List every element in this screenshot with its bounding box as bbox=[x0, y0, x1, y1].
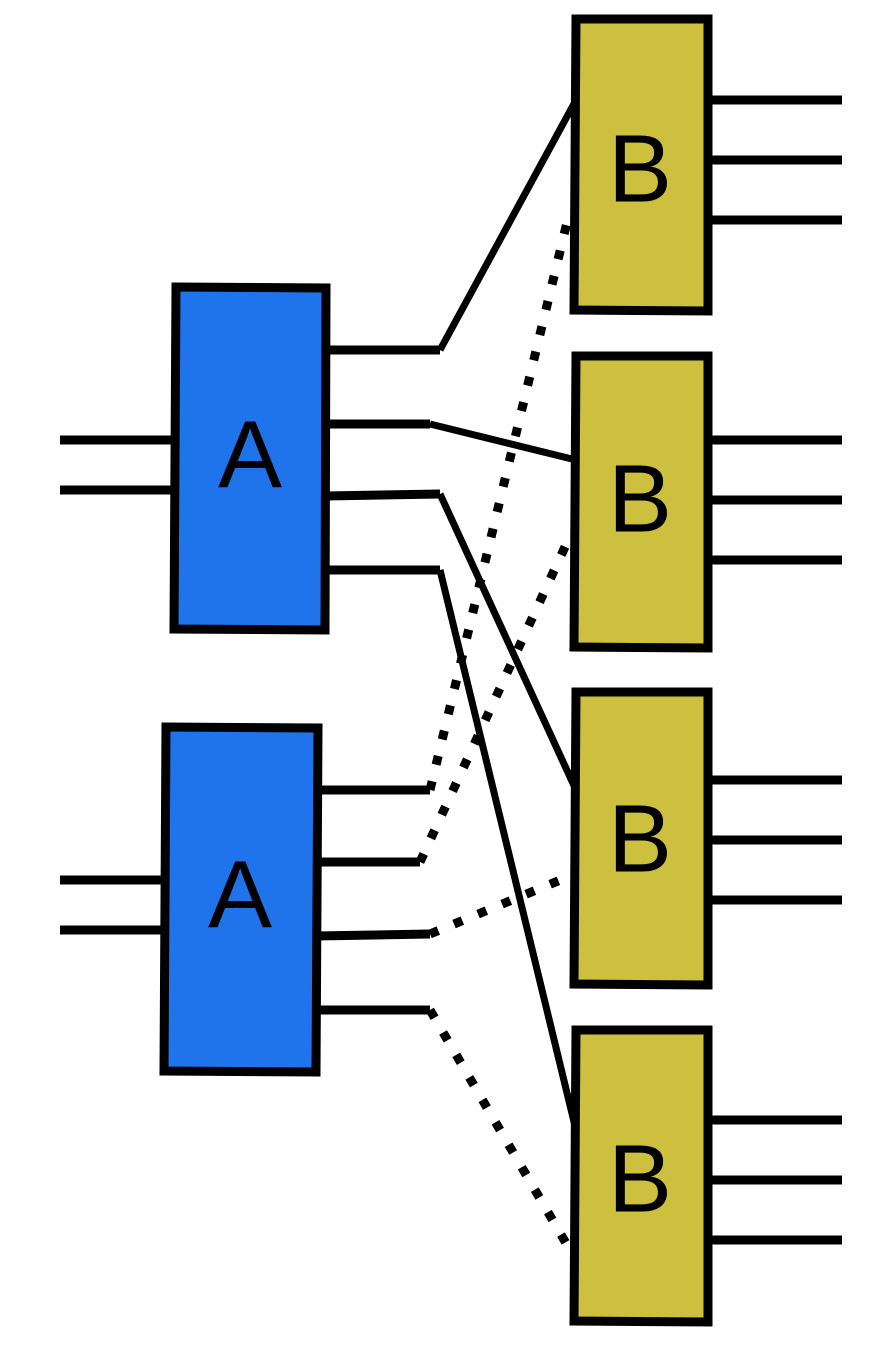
a-input-lines bbox=[60, 435, 176, 935]
block-b4-box bbox=[569, 1025, 713, 1327]
a2-output-3 bbox=[315, 929, 431, 941]
block-b4-label: B bbox=[608, 1125, 672, 1232]
block-a2-box bbox=[159, 722, 323, 1077]
connection-a2-b3 bbox=[428, 871, 572, 939]
solid-connections bbox=[429, 98, 580, 1131]
block-a2: A bbox=[159, 722, 323, 1077]
connection-a1-b4 bbox=[436, 569, 580, 1131]
a-output-stubs bbox=[310, 345, 441, 1015]
block-b1-box bbox=[569, 14, 713, 316]
b-output-lines bbox=[706, 95, 842, 1245]
block-b2: B bbox=[569, 351, 713, 653]
block-a2-label: A bbox=[208, 841, 272, 948]
connection-a2-b1 bbox=[425, 208, 575, 792]
block-b3: B bbox=[569, 687, 713, 990]
dotted-connections bbox=[415, 208, 575, 1253]
block-b2-box bbox=[569, 351, 713, 653]
block-b2-label: B bbox=[608, 445, 672, 552]
block-a1: A bbox=[169, 282, 331, 635]
block-a1-label: A bbox=[218, 401, 282, 508]
block-b4: B bbox=[569, 1025, 713, 1327]
connection-a1-b3 bbox=[436, 492, 580, 792]
connection-a2-b2 bbox=[415, 534, 575, 864]
block-b3-box bbox=[569, 687, 713, 990]
a1-output-3 bbox=[325, 489, 441, 501]
block-b3-label: B bbox=[608, 785, 672, 892]
connection-a1-b1 bbox=[436, 98, 580, 352]
block-a1-box bbox=[169, 282, 331, 635]
connection-a1-b2 bbox=[429, 420, 577, 464]
block-b1-label: B bbox=[608, 115, 672, 222]
connection-a2-b4 bbox=[426, 1007, 574, 1253]
block-b1: B bbox=[569, 14, 713, 316]
